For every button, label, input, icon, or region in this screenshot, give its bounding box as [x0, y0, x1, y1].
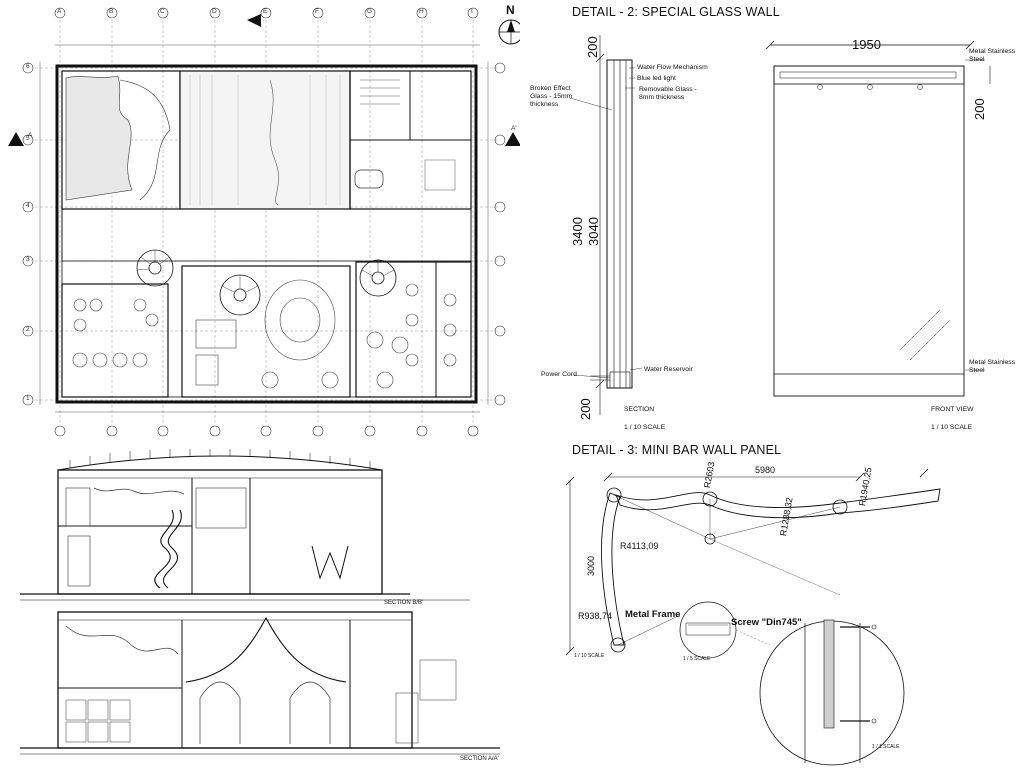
- grid-row-6: 6: [26, 63, 30, 70]
- section-aa-title: SECTION A/A': [460, 756, 499, 762]
- detail2-front-view: [765, 40, 991, 397]
- note-removable-1: Removable Glass -: [639, 86, 697, 93]
- detail3-scale-1: 1 / 10 SCALE: [574, 653, 605, 659]
- detail3-scale-3: 1 / 1 SCALE: [872, 744, 900, 750]
- detail2-section-scale: 1 / 10 SCALE: [624, 424, 666, 431]
- detail2-title: DETAIL - 2: SPECIAL GLASS WALL: [572, 5, 780, 19]
- grid-col-i: I: [471, 8, 473, 15]
- note-steel-top-2: Steel: [969, 56, 985, 63]
- detail3-scale-2: 1 / 5 SCALE: [683, 656, 711, 662]
- note-steel-bot-2: Steel: [969, 367, 985, 374]
- grid-row-3: 3: [26, 256, 30, 263]
- detail2-front-label: FRONT VIEW: [931, 406, 974, 413]
- note-power-cord: Power Cord: [541, 371, 577, 378]
- grid-col-a: A: [57, 8, 62, 15]
- grid-row-2: 2: [26, 326, 30, 333]
- note-broken-2: Glass - 15mm: [530, 93, 573, 100]
- note-removable-2: 8mm thickness: [639, 94, 685, 101]
- dim-5980: 5980: [755, 465, 776, 475]
- grid-col-f: F: [315, 8, 319, 15]
- floor-plan: [8, 7, 520, 437]
- section-bb-title: SECTION B/B': [384, 600, 424, 606]
- grid-col-h: H: [419, 8, 424, 15]
- detail2-dim-glass: 3040: [586, 217, 601, 246]
- grid-col-e: E: [263, 8, 268, 15]
- dim-r4113: R4113,09: [620, 541, 659, 551]
- detail2-dim-front-top: 200: [972, 98, 987, 120]
- grid-row-1: 1: [26, 395, 30, 402]
- dim-3000: 3000: [586, 555, 596, 576]
- note-metal-frame: Metal Frame: [625, 609, 681, 620]
- section-mark-a: A: [28, 132, 33, 139]
- note-blue-led: Blue led light: [637, 75, 676, 82]
- detail2-dim-top: 200: [585, 36, 600, 58]
- grid-row-5: 5: [26, 135, 30, 142]
- detail2-dim-bottom: 200: [578, 398, 593, 420]
- section-mark-a-prime: A': [511, 125, 517, 132]
- note-broken-1: Broken Effect: [530, 85, 571, 92]
- north-label: N: [506, 3, 515, 17]
- note-water-reservoir: Water Reservoir: [644, 366, 693, 373]
- note-steel-bot-1: Metal Stainless: [969, 359, 1016, 366]
- dim-r938: R938,74: [578, 611, 613, 621]
- grid-col-b: B: [109, 8, 114, 15]
- detail2-dim-total: 3400: [570, 217, 585, 246]
- detail2-section-label: SECTION: [624, 406, 655, 413]
- grid-col-c: C: [160, 8, 165, 15]
- detail2-dim-width: 1950: [852, 37, 881, 52]
- note-steel-top-1: Metal Stainless: [969, 48, 1016, 55]
- grid-col-g: G: [367, 8, 373, 15]
- detail2-section-drawing: [569, 35, 643, 415]
- note-screw: Screw "Din745": [731, 617, 802, 628]
- note-water-flow: Water Flow Mechanism: [637, 64, 708, 71]
- grid-row-4: 4: [26, 202, 30, 209]
- section-drawings: [20, 449, 500, 755]
- detail3-title: DETAIL - 3: MINI BAR WALL PANEL: [572, 443, 782, 457]
- detail2-front-scale: 1 / 10 SCALE: [931, 424, 973, 431]
- note-broken-3: thickness: [530, 101, 559, 108]
- detail3-drawing: [565, 468, 941, 766]
- grid-col-d: D: [212, 8, 217, 15]
